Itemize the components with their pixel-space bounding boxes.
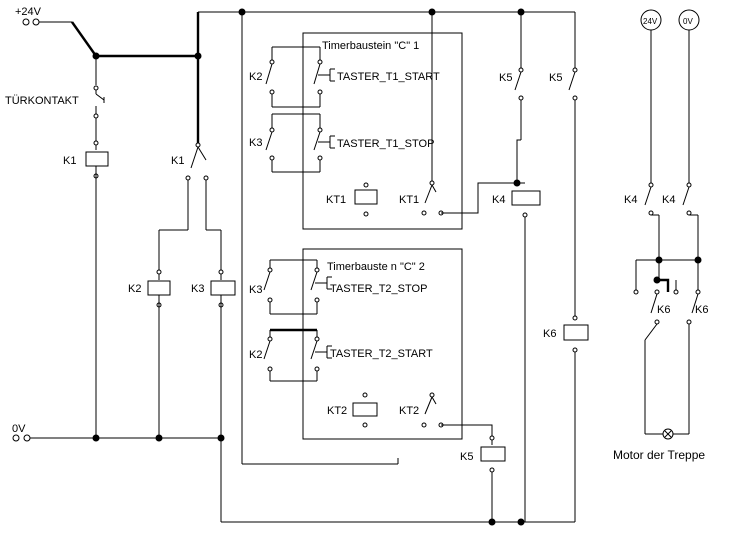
k4-contact-label-a: K4 bbox=[624, 194, 637, 206]
k6-contact-label-b: K6 bbox=[695, 304, 708, 316]
k3-coil bbox=[210, 280, 236, 296]
supply-0v: 0V bbox=[12, 423, 221, 442]
k5-contact-label-b: K5 bbox=[549, 72, 562, 84]
k3-coil-branch: K3 bbox=[92, 230, 236, 522]
timer2-stop-label: TASTER_T2_STOP bbox=[330, 283, 427, 295]
kt2-contact-label: KT2 bbox=[399, 405, 419, 417]
k4-contact-label-b: K4 bbox=[662, 194, 675, 206]
motor-24v-label: 24V bbox=[643, 17, 658, 26]
kt2-coil bbox=[352, 402, 378, 417]
timer2-start-label: TASTER_T2_START bbox=[330, 348, 433, 360]
timer1-block: Timerbaustein "C" 1 K2 TASTER_T1_START bbox=[249, 32, 463, 230]
k1-contact-label: K1 bbox=[171, 155, 184, 167]
supply-24v-label: +24V bbox=[15, 6, 42, 18]
k1-coil-label: K1 bbox=[63, 155, 76, 167]
k6-coil-label: K6 bbox=[543, 328, 556, 340]
timer1-start-label: TASTER_T1_START bbox=[337, 71, 440, 83]
k5-coil bbox=[480, 446, 506, 462]
timer1-k2-label: K2 bbox=[249, 71, 262, 83]
k2-coil-branch: K2 bbox=[128, 230, 171, 442]
k4-coil bbox=[511, 190, 541, 206]
k3-coil-label: K3 bbox=[191, 283, 204, 295]
supply-24v: +24V bbox=[15, 6, 97, 57]
timer1-box bbox=[302, 32, 463, 230]
timer1-stop-label: TASTER_T1_STOP bbox=[337, 138, 434, 150]
timer2-k2-label: K2 bbox=[249, 349, 262, 361]
k2-coil-label: K2 bbox=[128, 283, 141, 295]
supply-0v-label: 0V bbox=[12, 423, 26, 435]
door-contact-label: TÜRKONTAKT bbox=[5, 95, 79, 107]
kt1-coil-label: KT1 bbox=[326, 194, 346, 206]
kt1-coil bbox=[354, 189, 378, 205]
timer1-k3-label: K3 bbox=[249, 137, 262, 149]
k6-coil bbox=[563, 324, 589, 341]
timer1-title: Timerbaustein "C" 1 bbox=[322, 40, 419, 52]
timer2-block: Timerbauste n "C" 2 K3 TASTER_T2_STOP bbox=[249, 248, 463, 440]
k5-contact-label-a: K5 bbox=[499, 72, 512, 84]
k1-coil bbox=[85, 151, 109, 167]
k4-coil-branch: K5 K4 bbox=[492, 12, 541, 522]
motor-caption: Motor der Treppe bbox=[613, 448, 705, 462]
supply-24v-terminal bbox=[22, 18, 30, 26]
k6-coil-branch: K5 K6 bbox=[543, 12, 589, 522]
kt1-contact-label: KT1 bbox=[399, 194, 419, 206]
k2-coil bbox=[147, 280, 171, 296]
timer2-k3-label: K3 bbox=[249, 284, 262, 296]
timer2-title: Timerbauste n "C" 2 bbox=[327, 261, 425, 273]
motor-circuit: 24V 0V K4 K4 bbox=[613, 9, 708, 462]
k5-coil-label: K5 bbox=[460, 451, 473, 463]
timer2-box bbox=[302, 248, 463, 440]
door-contact-branch: TÜRKONTAKT K1 bbox=[5, 56, 109, 438]
k5-coil-branch: K5 bbox=[460, 435, 506, 522]
motor-0v-label: 0V bbox=[683, 17, 693, 26]
k4-coil-label: K4 bbox=[492, 194, 505, 206]
k1-contact: K1 bbox=[159, 56, 221, 231]
kt2-coil-label: KT2 bbox=[327, 405, 347, 417]
k6-contact-label-a: K6 bbox=[657, 304, 670, 316]
